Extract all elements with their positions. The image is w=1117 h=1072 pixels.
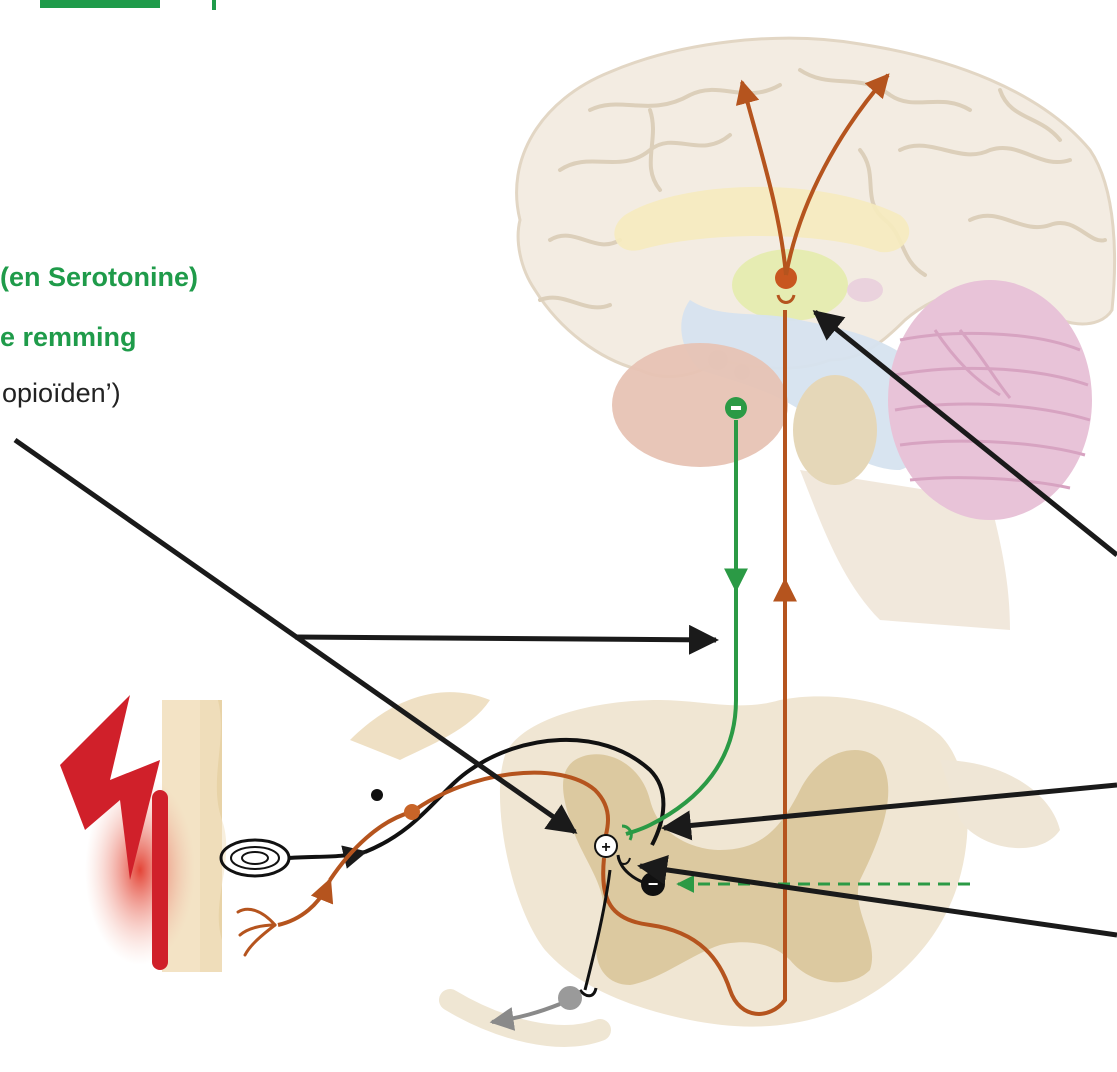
motor-neuron xyxy=(558,986,582,1010)
minus-sign-interneuron: − xyxy=(648,874,659,894)
pons xyxy=(612,343,788,467)
spinal-cord xyxy=(450,696,1060,1036)
label-serotonine: (en Serotonine) xyxy=(0,262,198,293)
plus-sign: + xyxy=(601,839,610,856)
pointer-to-descending-tract xyxy=(295,637,716,640)
skin-tissue xyxy=(60,692,490,972)
pacinian-corpuscle-icon xyxy=(221,840,289,876)
pain-site xyxy=(152,790,168,970)
medulla-body xyxy=(793,375,877,485)
label-opioiden: opioïden’) xyxy=(2,378,121,409)
brain xyxy=(517,38,1115,630)
label-remming: e remming xyxy=(0,322,137,353)
cerebellum xyxy=(888,280,1092,520)
free-nerve-ending-icon xyxy=(238,909,275,955)
